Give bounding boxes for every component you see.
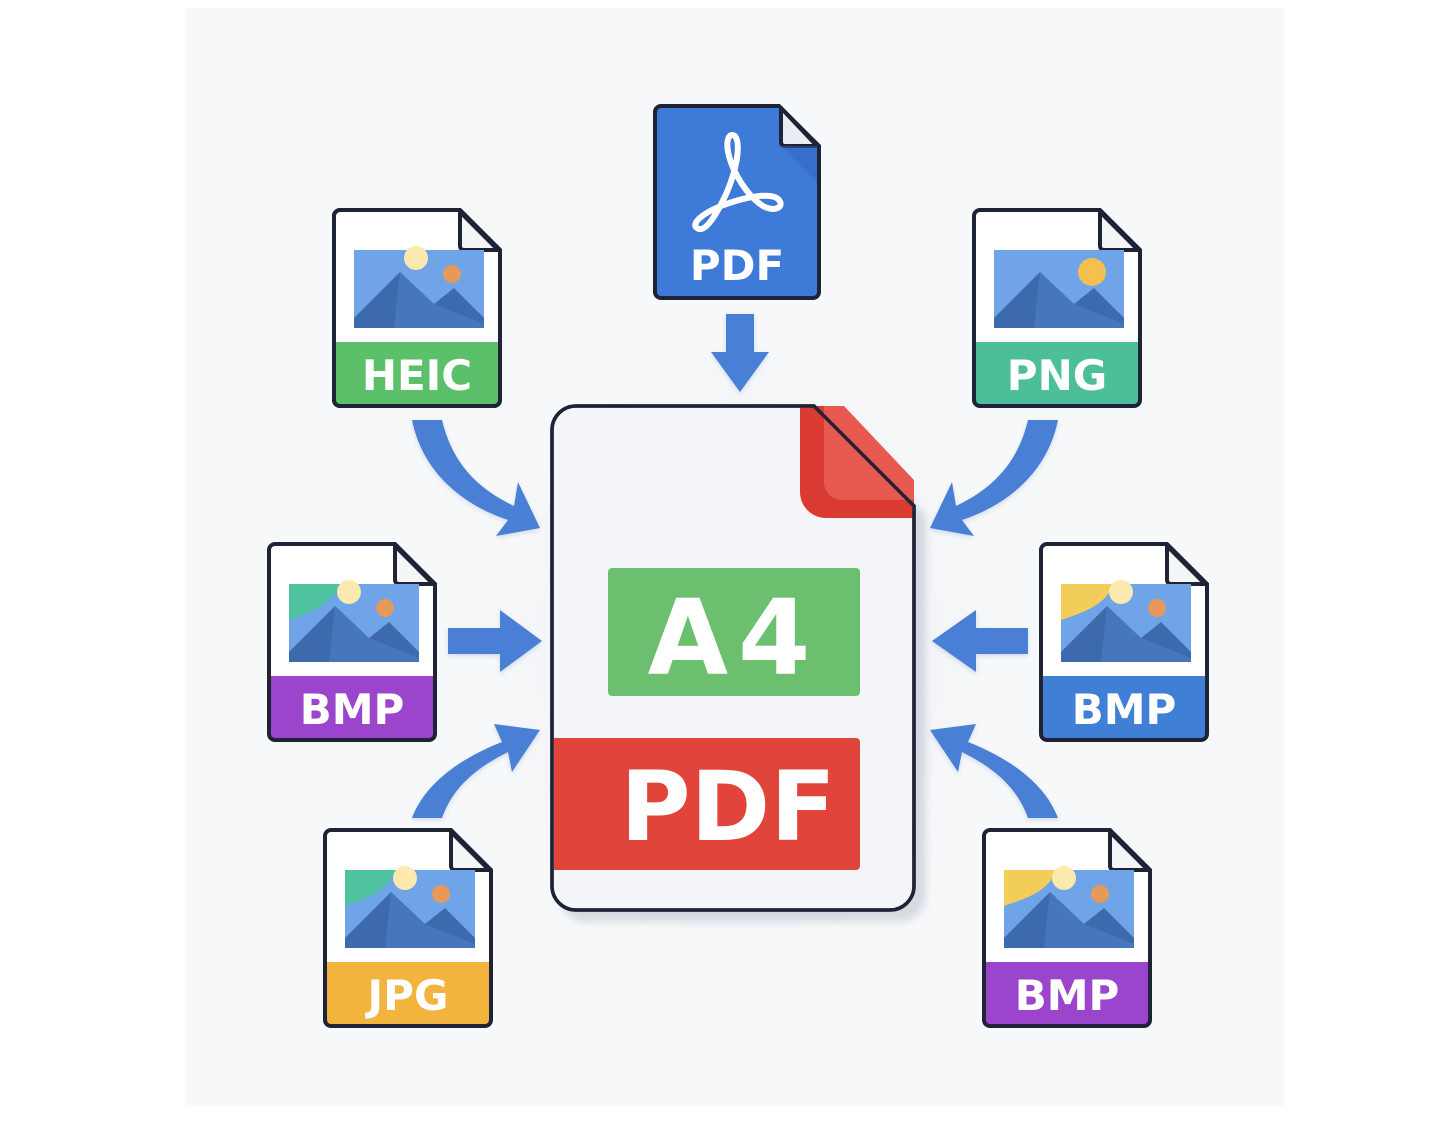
source-file-bmp-bottom-right: BMP <box>982 828 1152 1030</box>
arrow-curved-icon <box>930 724 1058 818</box>
landscape-image-icon <box>345 866 475 948</box>
format-label: PDF <box>620 751 836 863</box>
landscape-image-icon <box>354 246 484 328</box>
arrow-curved-icon <box>412 420 540 536</box>
arrow-down-icon <box>711 314 769 392</box>
file-type-label: BMP <box>300 685 405 734</box>
format-badge <box>554 738 860 870</box>
arrow-curved-icon <box>930 420 1058 536</box>
source-file-bmp-right: BMP <box>1039 542 1209 744</box>
source-file-png: PNG <box>972 208 1142 410</box>
landscape-image-icon <box>289 580 419 662</box>
arrow-right-icon <box>448 610 542 672</box>
file-type-label: BMP <box>1072 685 1177 734</box>
landscape-image-icon <box>994 250 1124 328</box>
source-file-jpg: JPG <box>323 828 493 1030</box>
acrobat-icon <box>692 132 784 232</box>
source-file-bmp-left: BMP <box>267 542 437 744</box>
arrow-curved-icon <box>412 724 540 818</box>
landscape-image-icon <box>1004 866 1134 948</box>
file-type-label: HEIC <box>362 351 472 400</box>
source-file-pdf: PDF <box>653 102 823 302</box>
file-type-label: PDF <box>690 241 784 290</box>
target-a4-pdf-document: A4 PDF <box>550 402 932 932</box>
size-label: A4 <box>648 577 821 699</box>
size-badge <box>608 568 860 696</box>
file-type-label: BMP <box>1015 971 1120 1020</box>
arrow-left-icon <box>932 610 1028 672</box>
source-file-heic: HEIC <box>332 208 502 410</box>
file-type-label: PNG <box>1007 351 1107 400</box>
file-type-label: JPG <box>365 971 449 1020</box>
landscape-image-icon <box>1061 580 1191 662</box>
